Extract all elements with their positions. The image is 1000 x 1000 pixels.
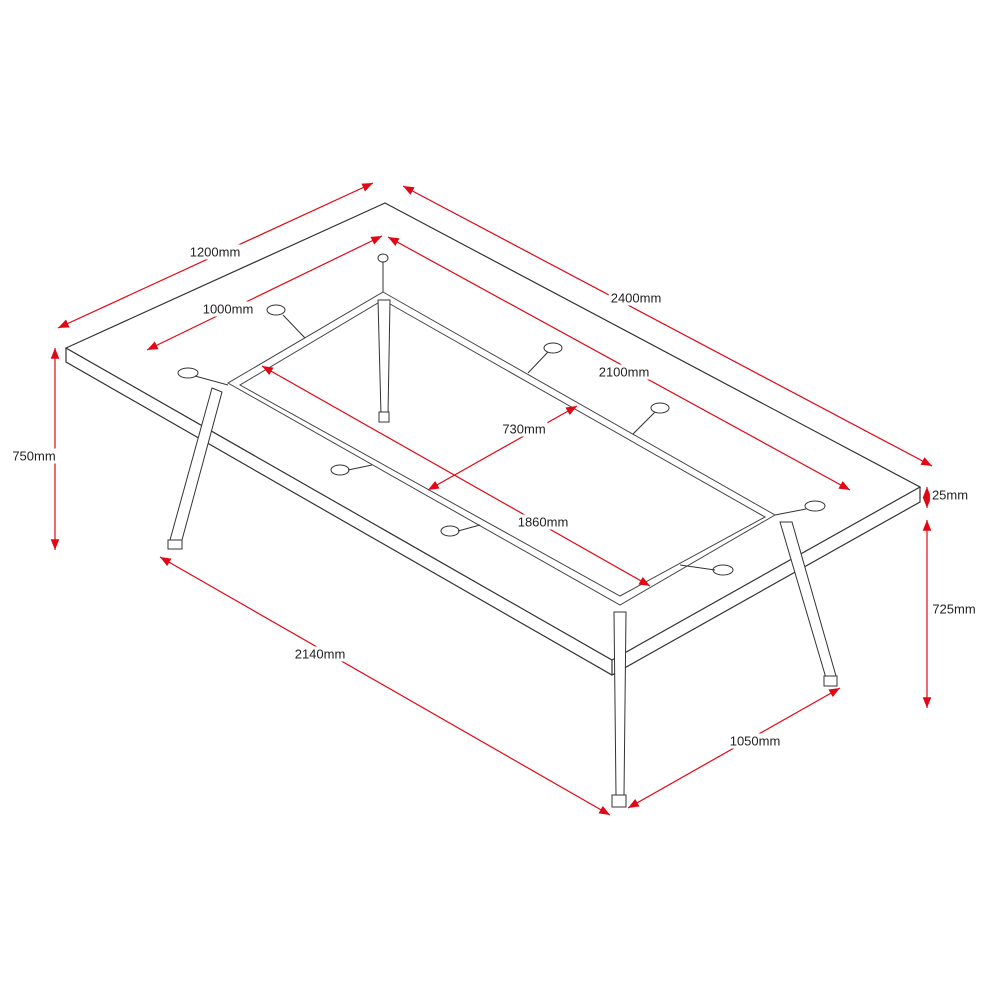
dim-frame-length: 2100mm	[596, 364, 652, 380]
dim-frame-width: 1000mm	[200, 301, 256, 317]
dim-top-width: 1200mm	[187, 244, 243, 260]
arrow-frame-width	[146, 235, 383, 351]
dim-leg-height: 725mm	[930, 601, 978, 617]
arrow-inner-length	[261, 365, 651, 587]
dimension-arrows	[50, 182, 933, 816]
dim-inner-length: 1860mm	[515, 514, 571, 530]
arrow-frame-length	[387, 236, 851, 491]
table-legs	[167, 299, 838, 808]
dim-leg-span-width: 1050mm	[727, 733, 783, 749]
table-top	[64, 202, 922, 676]
dim-top-thickness: 25mm	[929, 487, 971, 503]
arrow-leg-span-length	[159, 556, 611, 816]
dim-overall-height: 750mm	[10, 448, 58, 464]
dim-leg-span-length: 2140mm	[292, 646, 348, 662]
dim-inner-width: 730mm	[500, 421, 548, 437]
dim-top-length: 2400mm	[608, 290, 664, 306]
